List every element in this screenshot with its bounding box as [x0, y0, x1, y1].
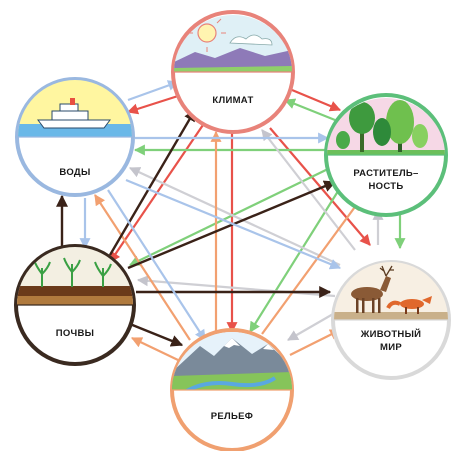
arrow-waters-to-climate [127, 80, 180, 102]
vegetation-label-line2: НОСТЬ [368, 181, 403, 192]
arrow-fauna-to-soils [136, 275, 336, 298]
node-waters: ВОДЫ [15, 77, 135, 197]
arrow-waters-to-fauna [125, 178, 342, 270]
fauna-label-line2: МИР [380, 342, 402, 353]
arrow-climate-to-fauna [269, 127, 371, 246]
trees-icon [327, 98, 445, 155]
node-climate: КЛИМАТ [171, 10, 295, 134]
sun-clouds-mountains-icon [174, 15, 292, 72]
waters-label: ВОДЫ [59, 167, 90, 178]
arrow-vegetation-to-climate [283, 98, 336, 122]
soils-label: ПОЧВЫ [56, 328, 95, 339]
arrow-relief-to-waters [94, 194, 191, 341]
arrow-soils-to-climate [108, 108, 197, 256]
arrow-waters-to-relief [107, 189, 206, 341]
fauna-label-line1: ЖИВОТНЫЙ [360, 328, 422, 340]
arrow-vegetation-to-relief [249, 179, 346, 333]
arrow-soils-to-relief [124, 320, 184, 347]
arrow-climate-to-waters [126, 94, 179, 115]
arrow-fauna-to-climate [261, 129, 356, 251]
node-soils: ПОЧВЫ [14, 244, 136, 366]
arrow-vegetation-to-soils [129, 167, 331, 266]
node-relief: РЕЛЬЕФ [170, 328, 294, 451]
connection-arrows [56, 80, 406, 361]
node-vegetation: РАСТИТЕЛЬ– НОСТЬ [324, 93, 448, 217]
relief-label: РЕЛЬЕФ [211, 411, 253, 422]
arrow-relief-to-soils [131, 337, 179, 361]
climate-label: КЛИМАТ [212, 95, 253, 106]
soil-sprouts-icon [17, 247, 133, 305]
vegetation-label-line1: РАСТИТЕЛЬ– [353, 168, 418, 179]
arrow-climate-to-vegetation [291, 88, 342, 112]
arrow-fauna-to-waters [129, 167, 341, 266]
node-fauna: ЖИВОТНЫЙ МИР [331, 260, 451, 380]
deer-fox-icon [334, 262, 448, 320]
arrow-relief-to-vegetation [261, 199, 361, 335]
arrow-soils-to-vegetation [127, 180, 337, 270]
arrow-relief-to-fauna [289, 329, 341, 356]
ship-on-water-icon [18, 80, 132, 137]
